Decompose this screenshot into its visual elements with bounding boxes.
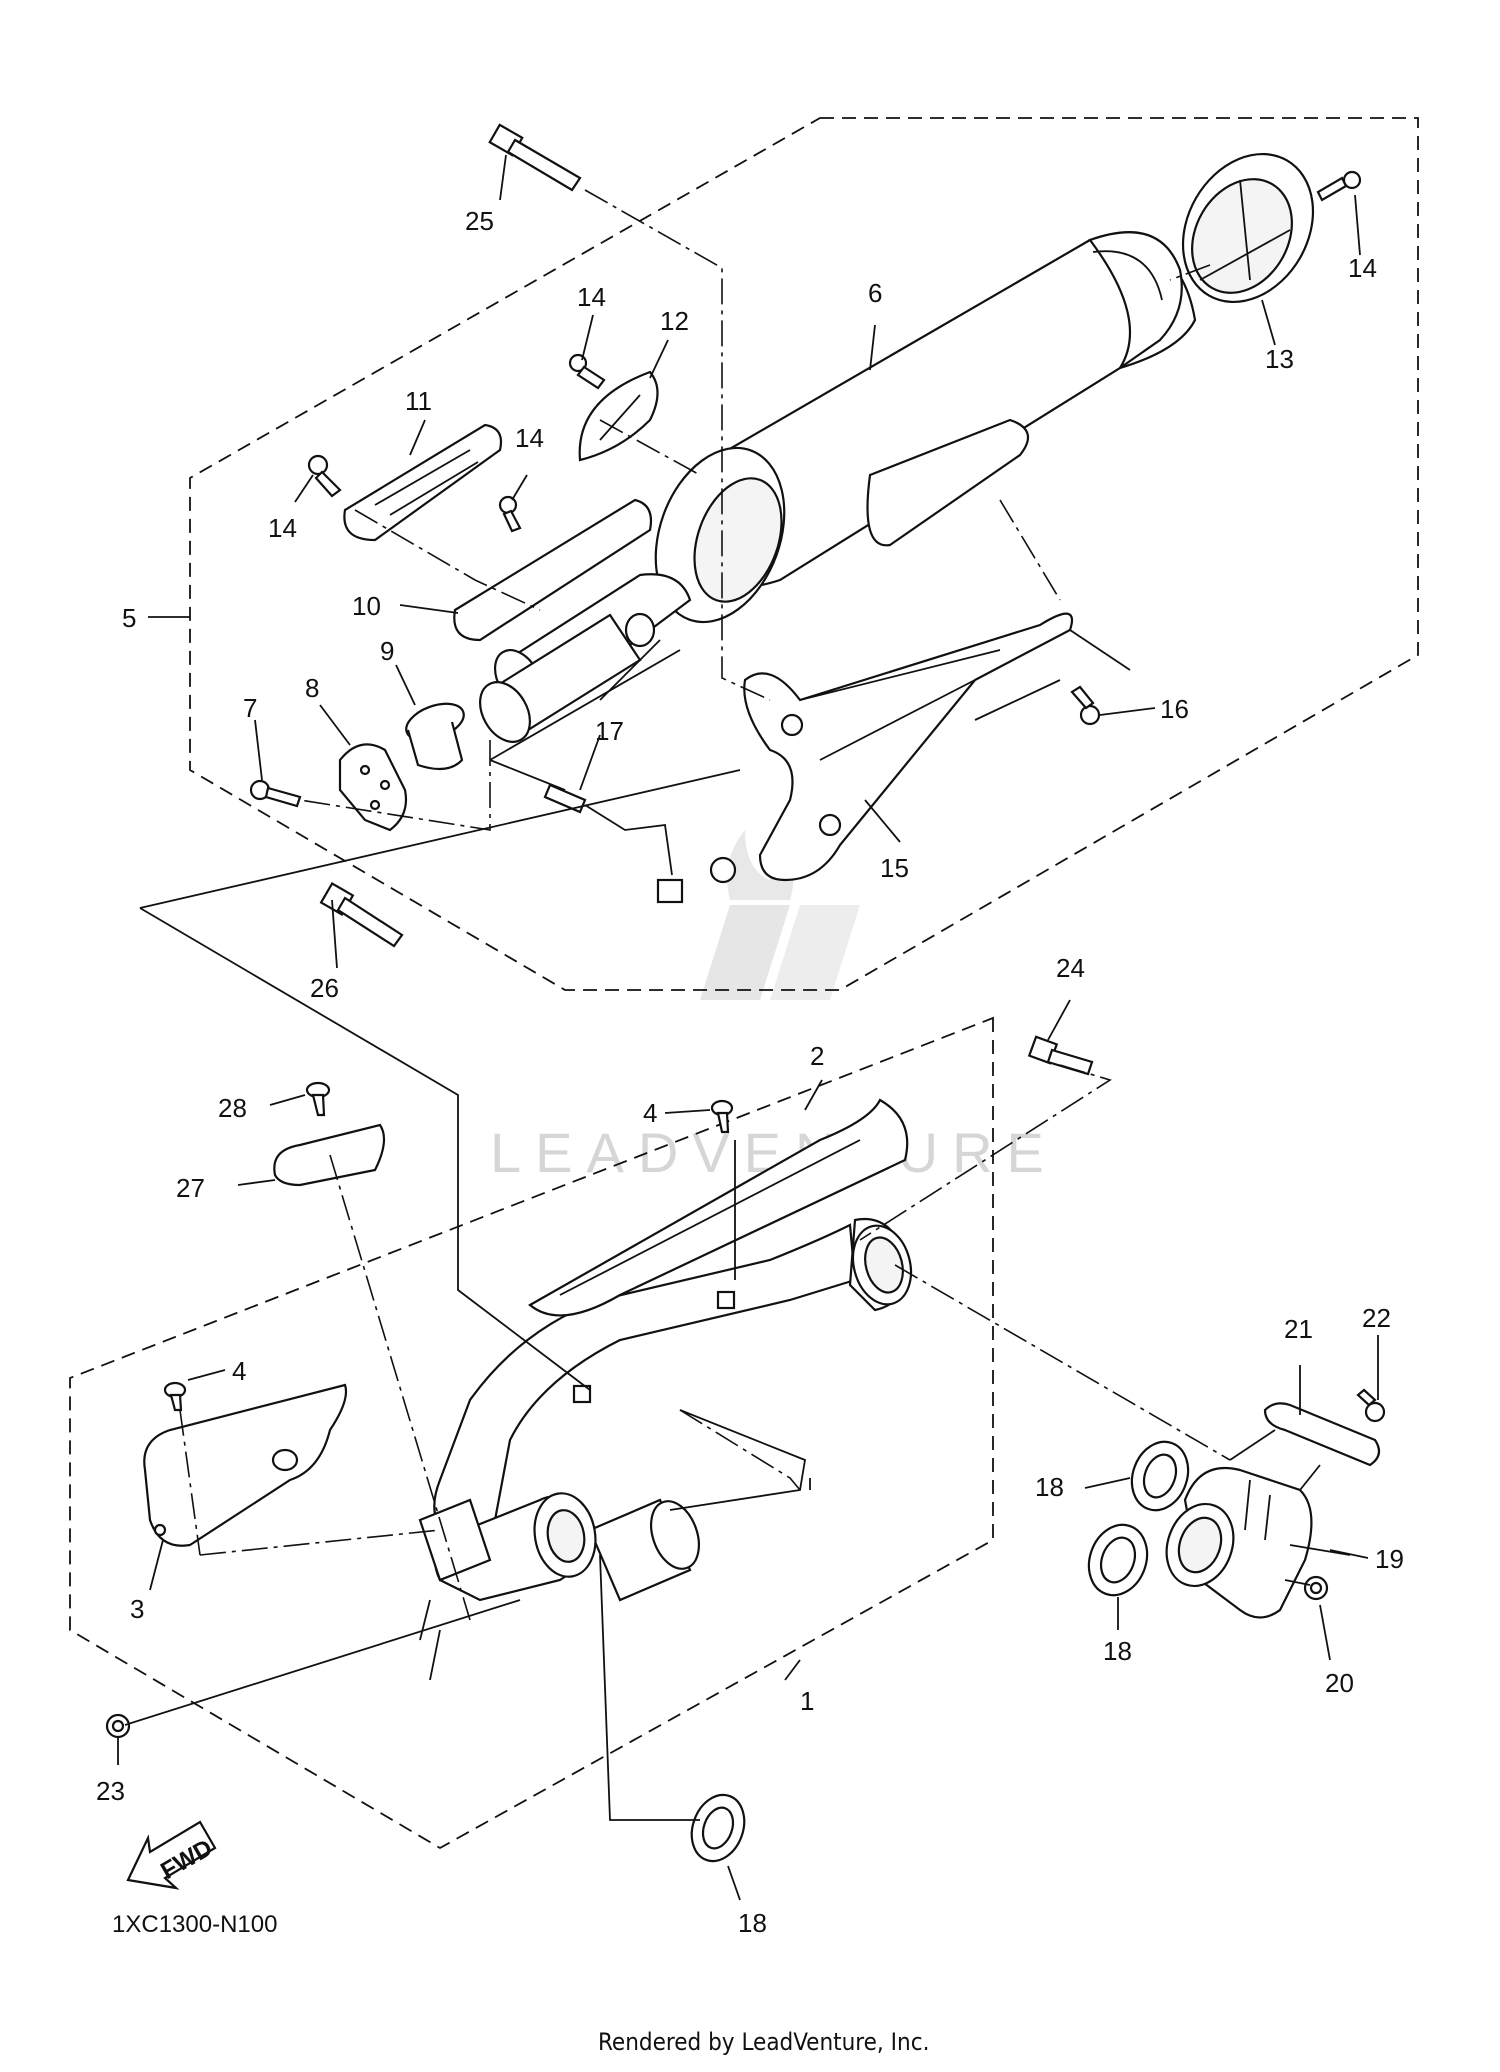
- sensor-17: [543, 783, 684, 904]
- clamp-8: [338, 743, 408, 832]
- callout-16: 16: [1160, 694, 1189, 724]
- callout-14-c: 14: [577, 282, 606, 312]
- callout-26: 26: [310, 973, 339, 1003]
- heat-protector-27: [273, 1123, 386, 1187]
- screw-4-b: [163, 1381, 187, 1412]
- screw-14-a: [307, 454, 342, 498]
- bolt-16: [1070, 685, 1101, 726]
- callout-15: 15: [880, 853, 909, 883]
- callout-19: 19: [1375, 1544, 1404, 1574]
- joint-19: [1165, 1466, 1313, 1619]
- callout-5: 5: [122, 603, 136, 633]
- heat-protector-11: [343, 423, 503, 542]
- callout-17: 17: [595, 716, 624, 746]
- callout-1: 1: [800, 1686, 814, 1716]
- callout-13: 13: [1265, 344, 1294, 374]
- callout-9: 9: [380, 636, 394, 666]
- assembly-5-boundary: [189, 117, 1419, 991]
- callout-20: 20: [1325, 1668, 1354, 1698]
- callout-14-a: 14: [268, 513, 297, 543]
- leader-lines: [124, 189, 1351, 1821]
- bolt-7: [249, 779, 302, 808]
- fwd-arrow-icon: FWD: [126, 1820, 217, 1890]
- gasket-18-lower: [1087, 1523, 1149, 1597]
- footer-credit: Rendered by LeadVenture, Inc.: [598, 2028, 929, 2056]
- heat-protector-12: [578, 370, 659, 462]
- callout-21: 21: [1284, 1314, 1313, 1344]
- nut-20: [1303, 1575, 1329, 1601]
- callout-6: 6: [868, 278, 882, 308]
- screw-14-b: [498, 495, 522, 533]
- heat-protector-3: [143, 1383, 348, 1547]
- callout-24: 24: [1056, 953, 1085, 983]
- bolt-25: [488, 123, 582, 192]
- plate-21: [1263, 1402, 1381, 1467]
- callout-2: 2: [810, 1041, 824, 1071]
- bolt-26: [319, 881, 404, 948]
- exhaust-pipe: [418, 1217, 913, 1681]
- diagram-code: 1XC1300-N100: [112, 1911, 277, 1938]
- bolt-24: [1027, 1035, 1094, 1076]
- gasket-9: [405, 702, 465, 771]
- callout-8: 8: [305, 673, 319, 703]
- muffler-end-cap: [1181, 152, 1315, 304]
- callout-18-left: 18: [1035, 1472, 1064, 1502]
- nut-23: [105, 1713, 131, 1739]
- callout-12: 12: [660, 306, 689, 336]
- screw-4-a: [710, 1099, 734, 1134]
- assembly-1-boundary: [69, 1016, 994, 1850]
- callout-3: 3: [130, 1594, 144, 1624]
- callout-18-right: 18: [1103, 1636, 1132, 1666]
- callout-22: 22: [1362, 1303, 1391, 1333]
- gasket-18-bottom: [690, 1793, 746, 1863]
- muffler-bracket: [709, 612, 1073, 884]
- callout-14-b: 14: [515, 423, 544, 453]
- callout-23: 23: [96, 1776, 125, 1806]
- screw-28: [305, 1081, 331, 1117]
- gasket-18-upper: [1130, 1440, 1190, 1512]
- callout-18-bottom: 18: [738, 1908, 767, 1938]
- callout-27: 27: [176, 1173, 205, 1203]
- callout-7: 7: [243, 693, 257, 723]
- callout-25: 25: [465, 206, 494, 236]
- screw-14-c: [568, 353, 606, 390]
- callout-4-upper: 4: [643, 1098, 657, 1128]
- bolt-22: [1356, 1388, 1386, 1423]
- heat-protector-10: [453, 498, 653, 642]
- callout-11: 11: [405, 386, 432, 416]
- callout-28: 28: [218, 1093, 247, 1123]
- muffler: [654, 231, 1197, 624]
- callout-leaders: [117, 154, 1379, 1901]
- callout-10: 10: [352, 591, 381, 621]
- callout-14-d: 14: [1348, 253, 1377, 283]
- callout-4-lower: 4: [232, 1356, 246, 1386]
- screw-14-d: [1316, 170, 1362, 202]
